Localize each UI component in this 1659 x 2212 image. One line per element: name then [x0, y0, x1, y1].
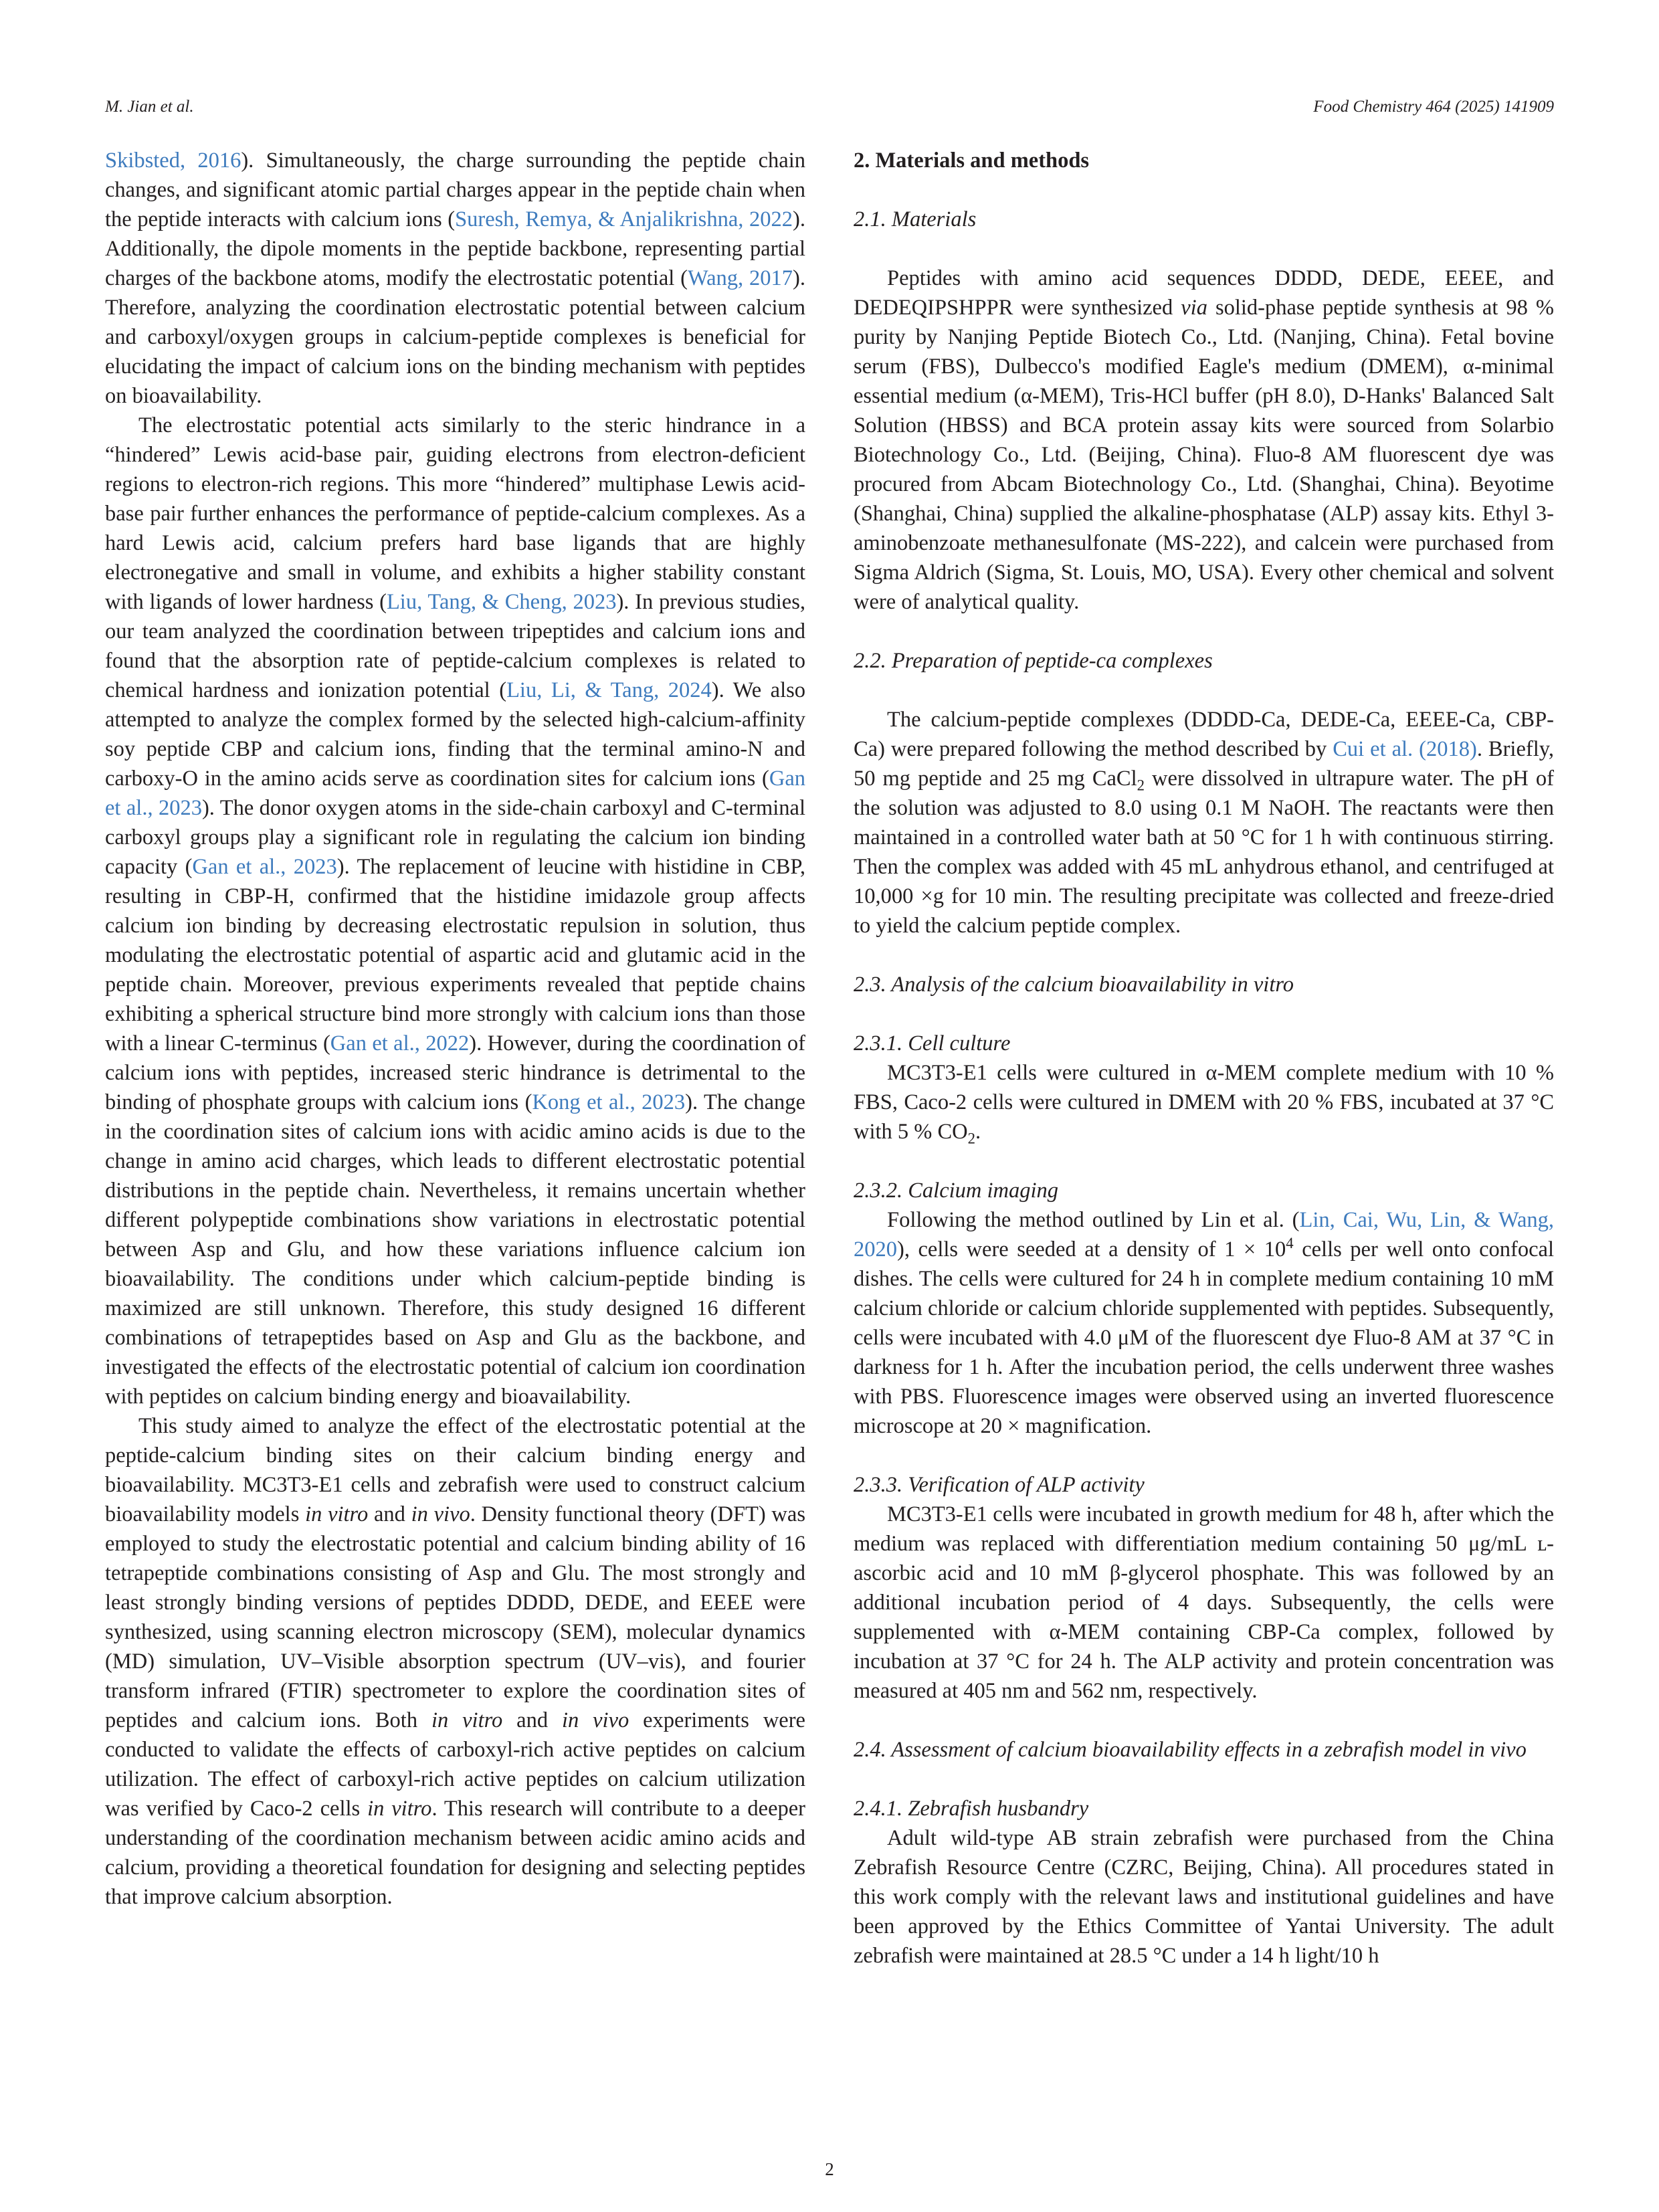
running-header-authors: M. Jian et al. — [105, 98, 194, 116]
citation-link[interactable]: Gan et al., 2023 — [105, 767, 805, 820]
citation-link[interactable]: Wang, 2017 — [688, 266, 793, 290]
right-column: 2. Materials and methods 2.1. Materials … — [854, 146, 1554, 1971]
running-header-journal: Food Chemistry 464 (2025) 141909 — [1313, 98, 1554, 116]
page-number: 2 — [825, 2159, 834, 2179]
citation-link[interactable]: Suresh, Remya, & Anjalikrishna, 2022 — [455, 207, 793, 231]
subsubsection-heading: 2.4.1. Zebrafish husbandry — [854, 1797, 1089, 1821]
citation-link[interactable]: Gan et al., 2022 — [330, 1031, 470, 1055]
alp-paragraph: MC3T3-E1 cells were incubated in growth … — [854, 1502, 1554, 1703]
paragraph-2: The electrostatic potential acts similar… — [105, 413, 806, 1409]
subsection-heading: 2.2. Preparation of peptide-ca complexes — [854, 649, 1213, 673]
citation-link[interactable]: Cui et al. (2018) — [1333, 737, 1477, 761]
calcium-imaging-paragraph: Following the method outlined by Lin et … — [854, 1208, 1555, 1438]
zebrafish-paragraph: Adult wild-type AB strain zebrafish were… — [854, 1826, 1554, 1968]
subsubsection-heading: 2.3.3. Verification of ALP activity — [854, 1473, 1145, 1497]
paragraph-3: This study aimed to analyze the effect o… — [105, 1414, 805, 1909]
citation-link[interactable]: Skibsted, 2016 — [105, 148, 241, 173]
subsubsection-heading: 2.3.2. Calcium imaging — [854, 1179, 1059, 1203]
subsection-heading: 2.1. Materials — [854, 207, 977, 231]
cell-culture-paragraph: MC3T3-E1 cells were cultured in α-MEM co… — [854, 1061, 1554, 1147]
citation-link[interactable]: Lin, Cai, Wu, Lin, & Wang, 2020 — [854, 1208, 1555, 1262]
subsection-heading: 2.4. Assessment of calcium bioavailabili… — [854, 1738, 1527, 1762]
subsubsection-heading: 2.3.1. Cell culture — [854, 1031, 1011, 1055]
materials-paragraph: Peptides with amino acid sequences DDDD,… — [854, 266, 1554, 614]
paragraph-1: Skibsted, 2016). Simultaneously, the cha… — [105, 148, 805, 408]
section-heading: 2. Materials and methods — [854, 148, 1090, 173]
citation-link[interactable]: Liu, Li, & Tang, 2024 — [506, 678, 712, 702]
subsection-heading: 2.3. Analysis of the calcium bioavailabi… — [854, 973, 1294, 997]
citation-link[interactable]: Gan et al., 2023 — [192, 855, 337, 879]
preparation-paragraph: The calcium-peptide complexes (DDDD-Ca, … — [854, 708, 1555, 938]
left-column: Skibsted, 2016). Simultaneously, the cha… — [105, 146, 805, 1912]
citation-link[interactable]: Kong et al., 2023 — [532, 1090, 686, 1114]
citation-link[interactable]: Liu, Tang, & Cheng, 2023 — [386, 590, 617, 614]
